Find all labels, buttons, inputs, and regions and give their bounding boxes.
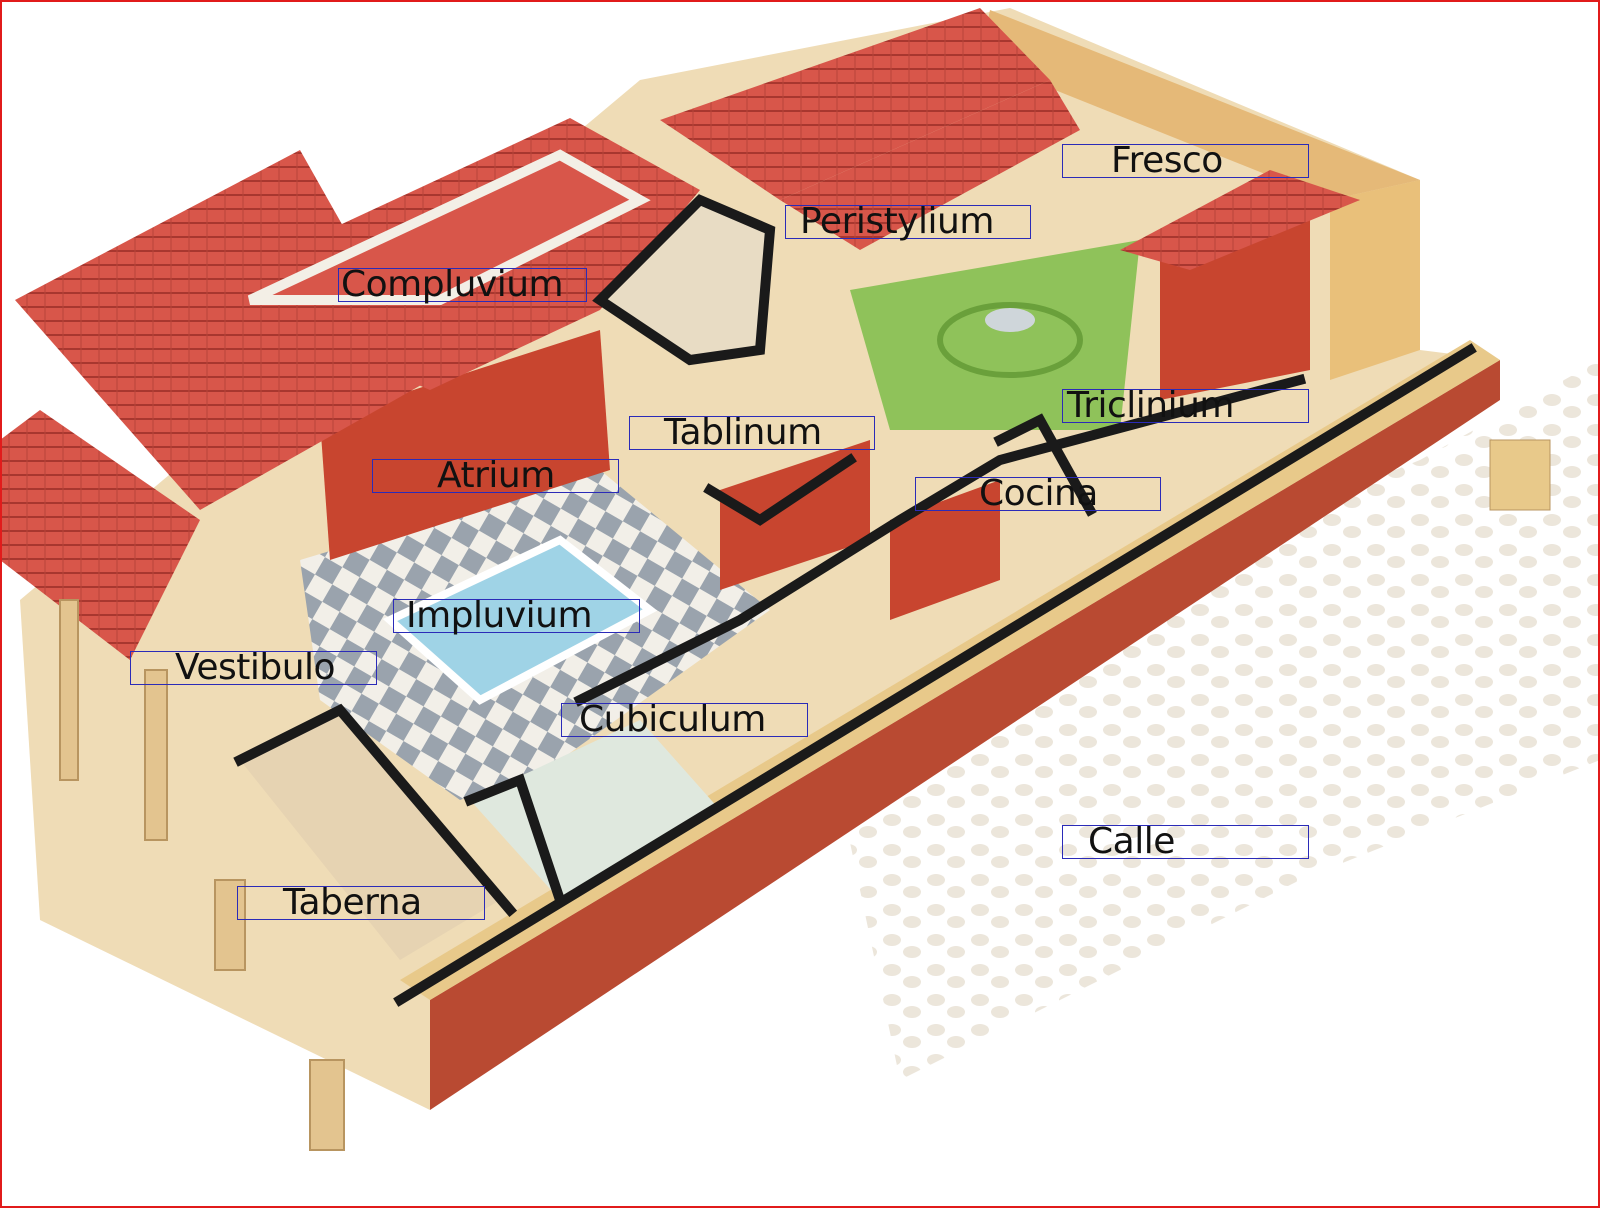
label-calle: Calle [1062, 821, 1309, 862]
street-area [820, 360, 1600, 1080]
street-stall [1489, 439, 1551, 511]
label-text: Fresco [1111, 140, 1223, 181]
label-cocina: Cocina [915, 473, 1161, 514]
label-fresco: Fresco [1062, 140, 1309, 181]
atrium-back-wall [320, 330, 610, 560]
label-tablinum: Tablinum [629, 412, 875, 453]
triclinium-roof [1120, 170, 1360, 270]
compluvium-opening [247, 149, 651, 305]
label-text: Vestibulo [175, 647, 336, 688]
label-text: Impluvium [406, 595, 593, 636]
label-text: Taberna [283, 882, 422, 923]
right-wall [1330, 180, 1420, 380]
label-text: Triclinium [1067, 385, 1235, 426]
label-compluvium: Compluvium [338, 264, 587, 305]
rear-roof [660, 8, 1050, 200]
peristyle-garden [850, 240, 1140, 430]
label-impluvium: Impluvium [393, 595, 640, 636]
label-text: Tablinum [664, 412, 822, 453]
taberna-floor [240, 710, 500, 960]
cubiculum-floor [470, 720, 720, 900]
label-cubiculum: Cubiculum [561, 699, 808, 740]
entrance-columns [59, 599, 345, 1151]
back-wall [980, 10, 1420, 200]
label-text: Atrium [437, 455, 555, 496]
cutaway-walls [233, 343, 1477, 1007]
label-triclinium: Triclinium [1062, 385, 1309, 426]
left-roof-front [0, 410, 200, 660]
label-text: Peristylium [800, 201, 994, 242]
label-taberna: Taberna [237, 882, 485, 923]
front-plinth [430, 360, 1500, 1110]
label-text: Cocina [979, 473, 1098, 514]
tablinum-gable [592, 194, 776, 366]
label-atrium: Atrium [372, 455, 619, 496]
label-text: Compluvium [341, 264, 564, 305]
impluvium-pool [382, 535, 658, 705]
label-peristylium: Peristylium [785, 201, 1031, 242]
label-text: Cubiculum [579, 699, 766, 740]
garden-fountain [985, 308, 1035, 332]
peristyle-roof [780, 80, 1080, 250]
label-vestibulo: Vestibulo [130, 647, 377, 688]
label-text: Calle [1088, 821, 1175, 862]
